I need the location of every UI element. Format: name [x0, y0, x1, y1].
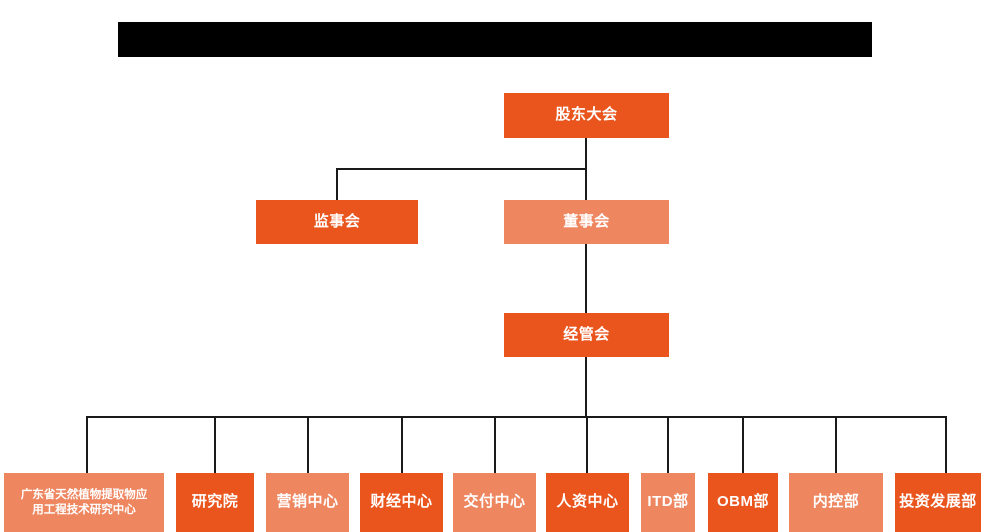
org-node-label: 监事会 — [313, 212, 361, 230]
connector-directors-to-mgmt — [585, 244, 587, 313]
org-node-obm-department[interactable]: OBM部 — [708, 473, 778, 532]
connector-level2-bus — [336, 168, 587, 170]
org-node-finance-center[interactable]: 财经中心 — [360, 473, 443, 532]
connector-supervisors-drop — [336, 168, 338, 200]
org-node-label: ITD部 — [647, 493, 689, 511]
org-node-label: 营销中心 — [276, 493, 339, 511]
org-node-label: 董事会 — [563, 212, 610, 230]
org-node-directors[interactable]: 董事会 — [504, 200, 669, 244]
org-node-gd-research-center[interactable]: 广东省天然植物提取物应用工程技术研究中心 — [4, 473, 164, 532]
org-node-label: 人资中心 — [556, 493, 619, 511]
org-node-hr-center[interactable]: 人资中心 — [546, 473, 629, 532]
connector-drop-research — [214, 416, 216, 473]
org-node-marketing-center[interactable]: 营销中心 — [266, 473, 349, 532]
org-node-investment-development[interactable]: 投资发展部 — [895, 473, 981, 532]
connector-drop-itd — [667, 416, 669, 473]
org-node-research-institute[interactable]: 研究院 — [176, 473, 254, 532]
connector-directors-drop — [585, 168, 587, 200]
connector-drop-delivery — [494, 416, 496, 473]
org-node-supervisors[interactable]: 监事会 — [256, 200, 418, 244]
connector-drop-marketing — [307, 416, 309, 473]
connector-dept-bus — [86, 416, 945, 418]
org-node-label: 财经中心 — [370, 493, 433, 511]
redacted-title-banner — [118, 22, 872, 57]
org-node-itd-department[interactable]: ITD部 — [641, 473, 695, 532]
connector-shareholders-stem — [585, 138, 587, 169]
org-node-management[interactable]: 经管会 — [504, 313, 669, 357]
connector-drop-gd-research — [86, 416, 88, 473]
connector-mgmt-stem — [585, 357, 587, 416]
connector-drop-investment — [945, 416, 947, 473]
org-node-label: 股东大会 — [555, 106, 618, 124]
connector-drop-finance — [401, 416, 403, 473]
org-node-label: 投资发展部 — [899, 493, 977, 511]
org-node-internal-control[interactable]: 内控部 — [789, 473, 883, 532]
org-node-label: 内控部 — [812, 493, 860, 511]
org-node-label: OBM部 — [717, 493, 769, 511]
org-node-label: 经管会 — [563, 325, 610, 343]
connector-drop-obm — [742, 416, 744, 473]
org-node-shareholders[interactable]: 股东大会 — [504, 93, 669, 138]
connector-drop-hr — [586, 416, 588, 473]
org-node-label: 广东省天然植物提取物应用工程技术研究中心 — [20, 489, 148, 516]
org-node-label: 研究院 — [191, 493, 239, 511]
org-node-delivery-center[interactable]: 交付中心 — [453, 473, 536, 532]
org-node-label: 交付中心 — [463, 493, 526, 511]
connector-drop-internal-control — [835, 416, 837, 473]
